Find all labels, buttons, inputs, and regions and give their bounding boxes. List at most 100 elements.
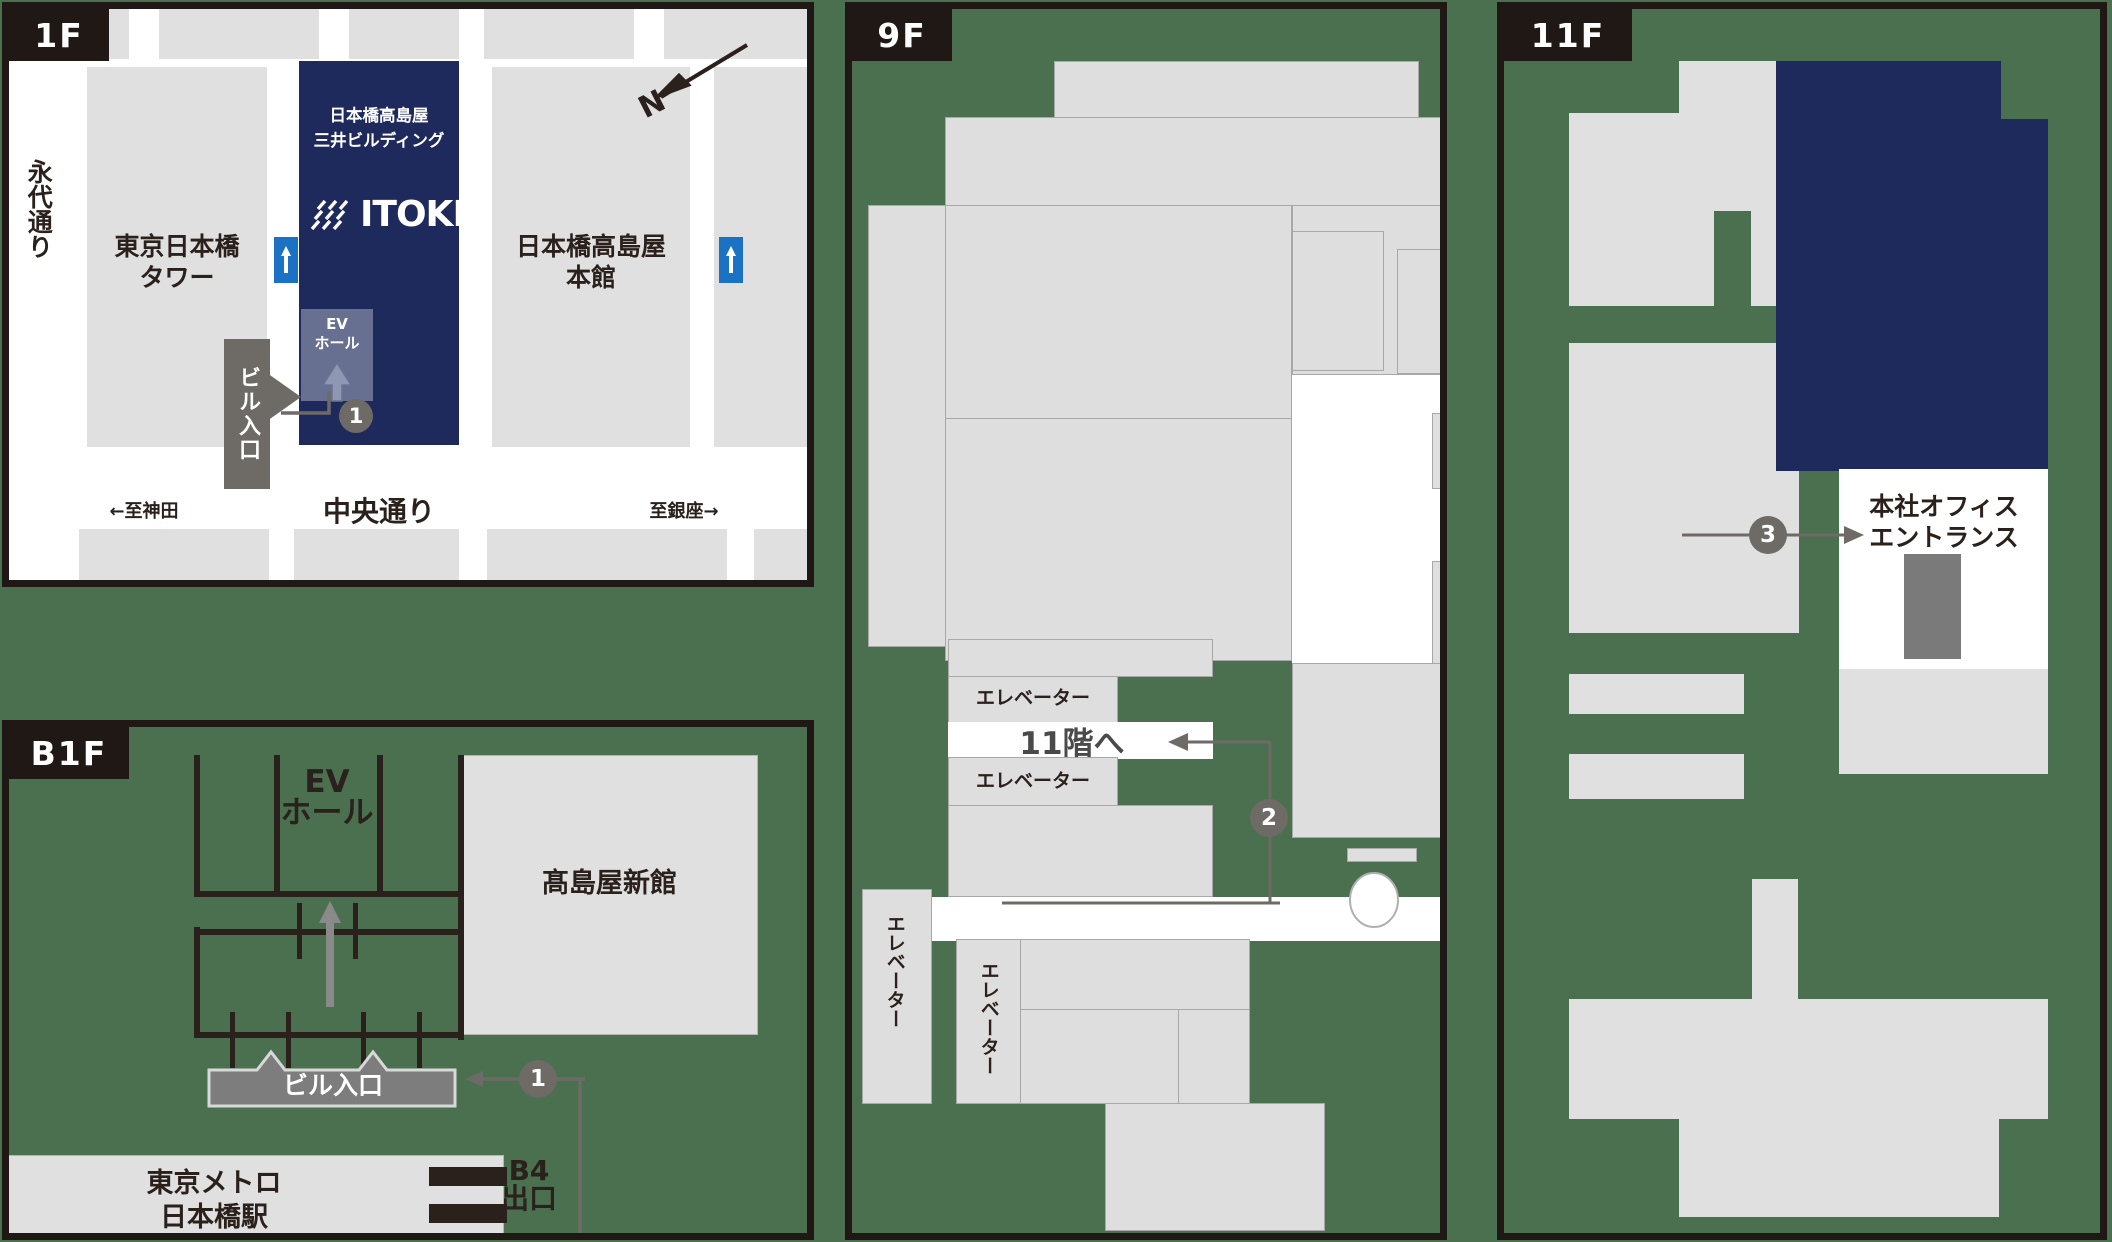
route-9f-arrow [1152, 727, 1272, 763]
nihonbashi-takashimaya-block [492, 67, 690, 447]
counter-strip [1347, 848, 1417, 862]
building-entrance-label-b1f: ビル入口 [282, 1071, 383, 1100]
floorplate-bottom-e [1292, 663, 1440, 838]
traffic-sign-right [719, 237, 743, 283]
eitai-dori-label: 永代通り [24, 159, 54, 259]
to-kanda-label: ←至神田 [109, 501, 179, 522]
elevator-shaft-left [862, 889, 932, 1104]
floorplate-bottom-a [1020, 939, 1250, 1011]
corridor-wall [194, 1032, 464, 1038]
building-entrance-banner-b1f[interactable] [207, 1049, 457, 1108]
corridor-wall [194, 755, 200, 895]
floorplate-lower-band-11f [1569, 999, 2048, 1119]
floorplate-left-main-11f [1569, 343, 1799, 633]
itoki-logo: ITOKI [310, 194, 466, 235]
city-block [159, 9, 319, 59]
platform-stripe [429, 1167, 507, 1186]
itoki-wordmark: ITOKI [360, 194, 466, 235]
traffic-sign-left [274, 237, 298, 283]
nihonbashi-takashimaya-label: 日本橋高島屋 本館 [515, 232, 666, 293]
floorplate-bottom-d [1105, 1103, 1325, 1231]
room-right-a [1292, 231, 1384, 371]
panel-1f-canvas: 日本橋高島屋 三井ビルディング [9, 9, 807, 580]
gate-tick [353, 903, 358, 959]
platform-stripe [429, 1204, 507, 1223]
corridor-outline2-11f [1569, 754, 1744, 799]
city-block [754, 529, 807, 580]
city-block [487, 529, 727, 580]
elevator-label-vert-left-9f: エレベーター [883, 914, 906, 1028]
floorplate-lower-mid-11f [1752, 879, 1798, 999]
tokyo-metro-station-label: 東京メトロ 日本橋駅 [146, 1168, 282, 1233]
b4-exit-label: B4 出口 [500, 1154, 557, 1215]
reception-desk [1904, 554, 1961, 659]
city-block [484, 9, 634, 59]
step-circle-1-b1f: 1 [519, 1060, 557, 1098]
elevator-lobby-gap [948, 722, 1213, 759]
up-arrow-icon [281, 246, 291, 273]
to-11f-label: 11階へ [1019, 726, 1125, 762]
corridor-outline-11f [1569, 674, 1744, 714]
small-room-right-2 [1432, 561, 1440, 669]
itoki-hatch-icon [310, 199, 354, 230]
itoki-building-name: 日本橋高島屋 [329, 106, 429, 125]
tokyo-nihonbashi-tower-label: 東京日本橋 タワー [114, 232, 240, 293]
building-entrance-arrowhead-icon [267, 369, 303, 425]
chuo-dori-label: 中央通り [322, 495, 435, 528]
panel-1f: 日本橋高島屋 三井ビルディング [2, 2, 814, 587]
small-room-right-1 [1432, 413, 1440, 489]
floor-tag-1f: 1F [9, 9, 109, 61]
core-block-upper [948, 639, 1213, 677]
panel-b1f: 髙島屋新館 EV ホール [2, 720, 814, 1240]
ev-hall-label: EV ホール [314, 315, 360, 352]
elevator-label-vert-right-9f: エレベーター [977, 961, 1000, 1075]
route-1f-line [281, 391, 351, 421]
corridor-wall [274, 755, 280, 895]
panel-9f-canvas: エレベーター エレベーター 11階へ 2 [852, 9, 1440, 1233]
to-ginza-label: 至銀座→ [649, 501, 719, 522]
gate-tick [417, 1012, 422, 1068]
floorplate-upper [945, 117, 1440, 207]
floorplate-bottom-b [1020, 1009, 1180, 1104]
north-compass-icon: N [633, 37, 759, 127]
ev-hall-label-b1f: EV ホール [280, 764, 374, 831]
takashimaya-shinkan-label: 髙島屋新館 [542, 868, 677, 899]
step-circle-3: 3 [1749, 516, 1787, 554]
floorplate-main-upper [945, 205, 1292, 420]
ev-hall-up-arrow-icon-b1f [317, 899, 343, 1009]
city-block [294, 529, 459, 580]
elevator-shaft-mid [956, 939, 1022, 1104]
floorplate-left-wing [868, 205, 958, 647]
gate-tick [297, 903, 302, 959]
floorplate-upper-left-11f [1569, 113, 1779, 211]
floor-tag-9f: 9F [852, 9, 952, 61]
panel-9f: エレベーター エレベーター 11階へ 2 [845, 2, 1447, 1240]
up-arrow-icon [726, 246, 736, 273]
corridor-wall [194, 891, 464, 897]
room-right-b [1397, 249, 1440, 374]
office-entrance-label: 本社オフィス エントランス [1869, 492, 2019, 553]
gate-tick [361, 1012, 366, 1068]
tokyo-metro-station-block [9, 1155, 504, 1233]
floorplate-main-lower [945, 418, 1292, 661]
step-circle-2: 2 [1250, 799, 1288, 837]
city-block [349, 9, 459, 59]
floorplate-top-bump-11f [1679, 61, 1779, 121]
core-block [948, 805, 1213, 897]
gate-tick [286, 1012, 291, 1068]
office-zone-navy [1776, 61, 2001, 123]
itoki-building-subname: 三井ビルディング [313, 131, 445, 150]
floorplate-mid-left-11f [1569, 211, 1714, 306]
city-block [79, 529, 269, 580]
floor-tag-b1f: B1F [9, 727, 129, 779]
step-circle-1: 1 [339, 399, 373, 433]
panel-b1f-canvas: 髙島屋新館 EV ホール [9, 727, 807, 1233]
route-b1f-vertical [553, 1077, 593, 1233]
floor-tag-11f: 11F [1504, 9, 1632, 61]
panel-11f-canvas: 本社オフィス エントランス 3 [1504, 9, 2100, 1233]
floorplate-lower-right-11f [1839, 669, 2048, 774]
building-entrance-banner-1f[interactable]: ビル入口 [224, 339, 270, 489]
corridor-wall [458, 755, 464, 1040]
route-9f-bottom-line [1002, 899, 1282, 907]
